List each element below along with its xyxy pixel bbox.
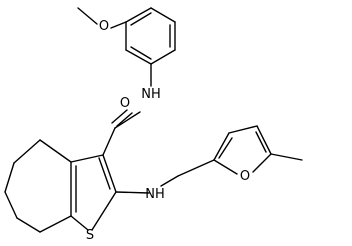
cycloheptane-ring <box>4 139 72 233</box>
methylfuran-ring <box>213 125 303 175</box>
amide-oxygen-label: O <box>120 96 130 111</box>
thiophene-ring <box>70 154 117 231</box>
amine-linker <box>115 159 215 194</box>
methoxy-group <box>77 7 127 29</box>
amine-nh-label: NH <box>145 187 165 202</box>
methoxyphenyl-ring <box>125 7 176 65</box>
methoxy-oxygen-label: O <box>99 19 109 34</box>
furan-oxygen-label: O <box>240 169 250 184</box>
amide-linkage <box>102 63 152 156</box>
amide-nh-label: NH <box>141 87 161 102</box>
thiophene-sulfur-label: S <box>86 228 94 243</box>
